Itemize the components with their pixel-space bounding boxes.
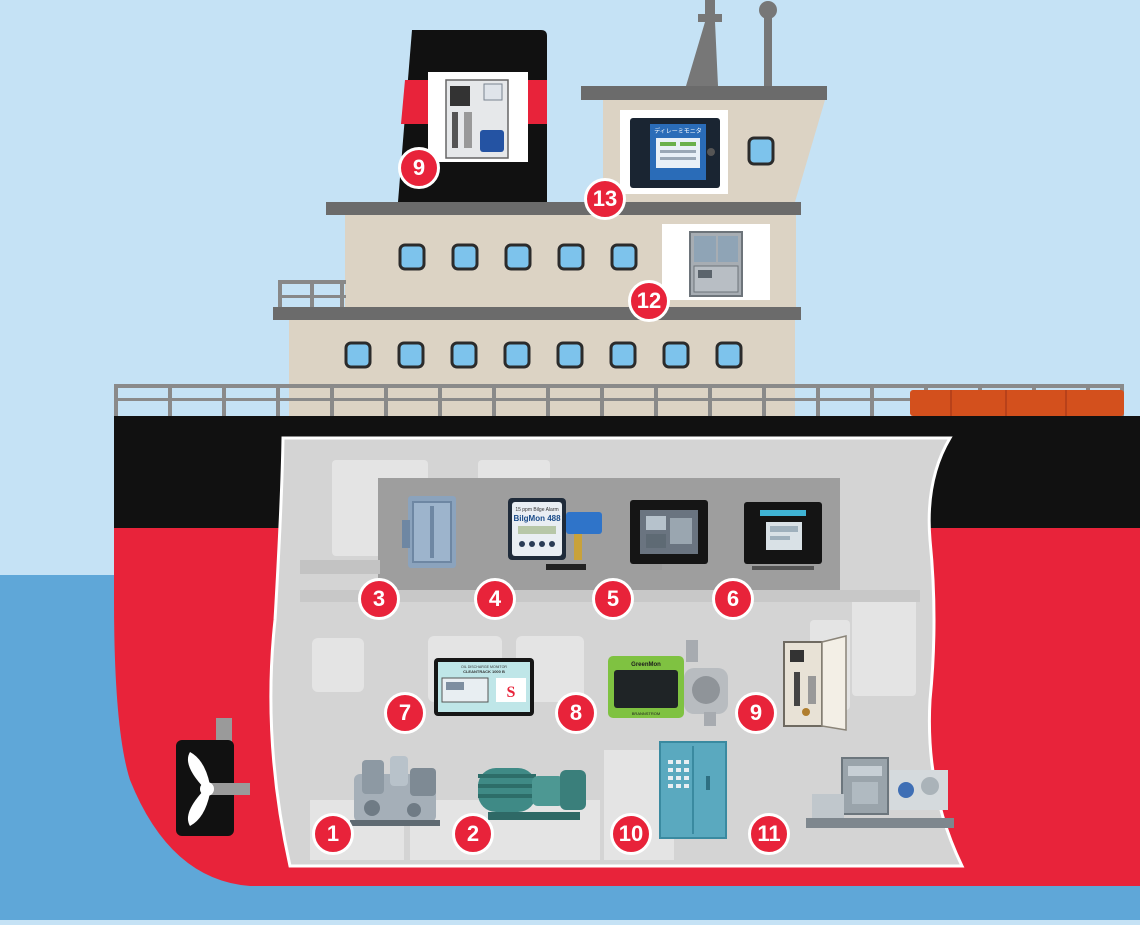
marker-3[interactable]: 3 bbox=[358, 578, 400, 620]
bilgemon-sub-label: 15 ppm Bilge Alarm bbox=[515, 507, 558, 513]
equipment-13-bridge-monitor: ディレーミモニタ bbox=[620, 110, 728, 194]
marker-9-funnel[interactable]: 9 bbox=[398, 147, 440, 189]
equipment-2-pump bbox=[478, 768, 586, 820]
equipment-9-funnel-panel bbox=[428, 72, 528, 162]
equipment-8-display-unit: GreenMon BRANNSTROM bbox=[608, 640, 728, 726]
svg-text:S: S bbox=[507, 684, 516, 701]
equipment-4-bilge-monitor: 15 ppm Bilge Alarm BilgMon 488 bbox=[508, 498, 602, 570]
equipment-5-camera-monitor bbox=[630, 500, 708, 570]
marker-2[interactable]: 2 bbox=[452, 813, 494, 855]
marker-5[interactable]: 5 bbox=[592, 578, 634, 620]
equipment-3-filter-cabinet bbox=[402, 496, 456, 568]
marker-1[interactable]: 1 bbox=[312, 813, 354, 855]
equipment-12-deck-cabinet bbox=[662, 224, 770, 300]
equipment-10-control-cabinet bbox=[659, 741, 727, 839]
marker-9-engine-room[interactable]: 9 bbox=[735, 692, 777, 734]
marker-11[interactable]: 11 bbox=[748, 813, 790, 855]
masts bbox=[686, 0, 777, 88]
marker-12[interactable]: 12 bbox=[628, 280, 670, 322]
marker-10[interactable]: 10 bbox=[610, 813, 652, 855]
cargo-containers bbox=[910, 390, 1124, 416]
equipment-9-analyzer-cabinet bbox=[783, 635, 847, 731]
marker-4[interactable]: 4 bbox=[474, 578, 516, 620]
oil-monitor-name: CLEANTRACK 1000 B bbox=[463, 669, 505, 674]
greenmon-brand-label: GreenMon bbox=[631, 662, 661, 668]
bridge-monitor-title: ディレーミモニタ bbox=[654, 127, 702, 135]
equipment-11-treatment-skid bbox=[806, 757, 954, 828]
equipment-6-display-panel bbox=[744, 502, 822, 570]
marker-6[interactable]: 6 bbox=[712, 578, 754, 620]
oil-monitor-title: OIL DISCHARGE MONITOR bbox=[461, 665, 507, 669]
brannstrom-label: BRANNSTROM bbox=[632, 711, 660, 716]
equipment-1-separator bbox=[350, 756, 440, 826]
marker-7[interactable]: 7 bbox=[384, 692, 426, 734]
propeller bbox=[176, 718, 250, 836]
equipment-7-oil-monitor: OIL DISCHARGE MONITOR CLEANTRACK 1000 B … bbox=[434, 658, 534, 716]
marker-13[interactable]: 13 bbox=[584, 178, 626, 220]
marker-8[interactable]: 8 bbox=[555, 692, 597, 734]
bilgemon-brand-label: BilgMon 488 bbox=[513, 514, 561, 523]
